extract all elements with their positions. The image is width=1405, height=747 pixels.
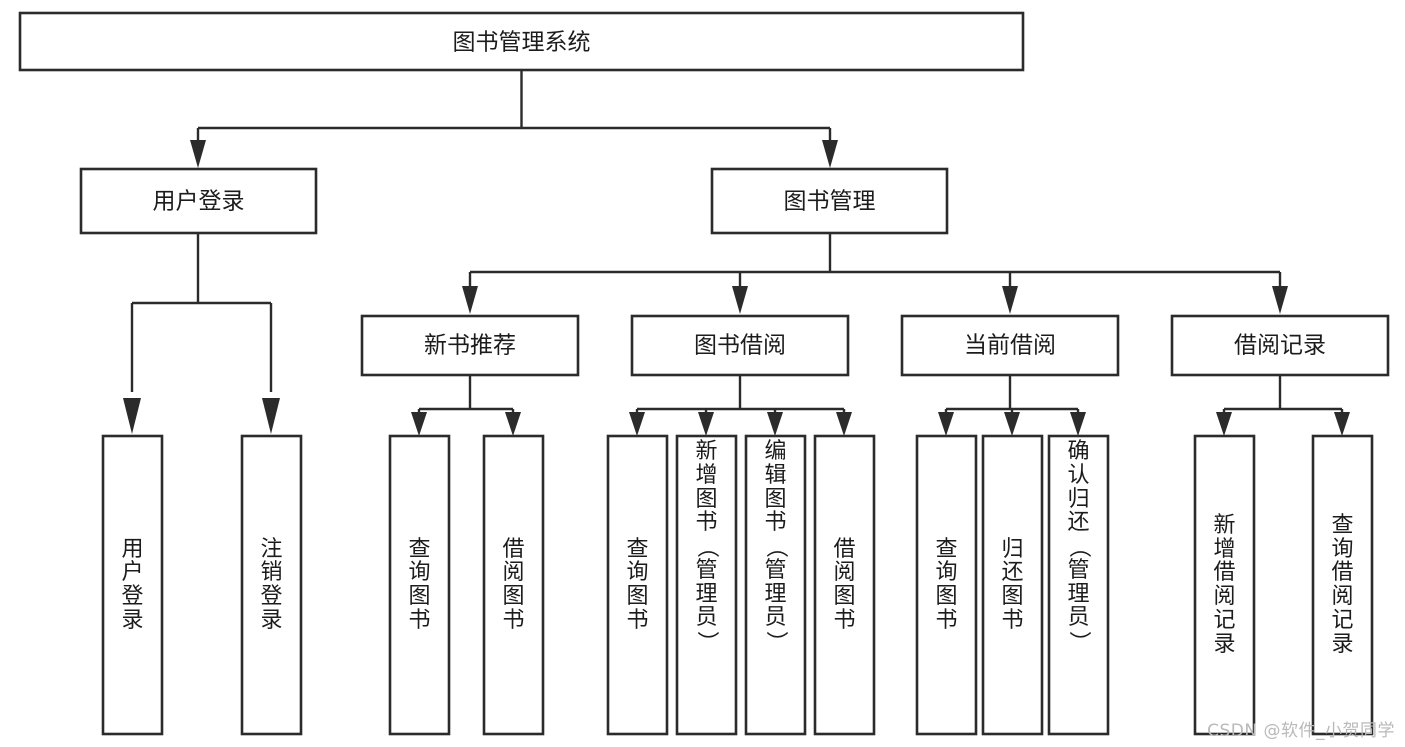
watermark-text: CSDN @软件_小贺同学 <box>1207 721 1395 741</box>
node-box-leaf-borrow-record-1[interactable] <box>1193 434 1256 736</box>
connector-group-borrowrecord <box>1216 375 1350 436</box>
arrowhead-newbook-l1 <box>411 412 427 436</box>
node-box-leaf-user-login-2[interactable] <box>240 434 303 736</box>
node-box-borrow-record[interactable] <box>1170 314 1390 377</box>
arrowhead-borrowrecord-l2 <box>1334 412 1350 436</box>
node-label-root: 图书管理系统 <box>453 30 591 56</box>
arrowhead-bookmgmt <box>822 140 838 168</box>
node-label-borrow-record: 借阅记录 <box>1234 333 1326 359</box>
node-box-leaf-book-borrow-4[interactable] <box>813 434 876 736</box>
node-box-leaf-user-login-1[interactable] <box>101 434 164 736</box>
arrowhead-currentborrow-l3 <box>1070 412 1086 436</box>
arrowhead-currentborrow <box>1002 286 1018 314</box>
arrowhead-bookborrow <box>732 286 748 314</box>
connector-group-userlogin <box>123 233 280 434</box>
node-label-current-borrow: 当前借阅 <box>964 333 1056 359</box>
arrowhead-currentborrow-l1 <box>938 412 954 436</box>
connector-group-currentborrow <box>938 375 1086 436</box>
node-box-book-borrow[interactable] <box>630 314 850 377</box>
node-box-user-login[interactable] <box>79 167 318 235</box>
arrowhead-bookborrow-l3 <box>767 412 783 436</box>
connector-group-newbook <box>411 375 521 436</box>
node-box-current-borrow[interactable] <box>900 314 1120 377</box>
node-box-leaf-borrow-record-2[interactable] <box>1311 434 1374 736</box>
node-box-leaf-book-borrow-3[interactable] <box>744 434 807 736</box>
arrowhead-userlogin-leaf2 <box>262 398 280 434</box>
arrowhead-bookborrow-l1 <box>629 412 645 436</box>
node-label-user-login: 用户登录 <box>153 189 245 215</box>
arrowhead-newbook-l2 <box>505 412 521 436</box>
node-box-book-management[interactable] <box>710 167 949 235</box>
node-box-new-book-recommend[interactable] <box>360 314 580 377</box>
node-box-leaf-current-borrow-1[interactable] <box>915 434 978 736</box>
node-label-book-borrow: 图书借阅 <box>694 333 786 359</box>
node-label-new-book-recommend: 新书推荐 <box>424 333 516 359</box>
arrowhead-borrowrecord <box>1272 286 1288 314</box>
arrowhead-bookborrow-l4 <box>836 412 852 436</box>
node-box-root[interactable] <box>18 11 1025 72</box>
node-label-book-management: 图书管理 <box>784 189 876 215</box>
node-box-leaf-current-borrow-3[interactable] <box>1047 434 1110 736</box>
node-box-leaf-current-borrow-2[interactable] <box>981 434 1044 736</box>
arrowhead-userlogin <box>190 140 206 168</box>
arrowhead-borrowrecord-l1 <box>1216 412 1232 436</box>
arrowhead-userlogin-leaf1 <box>123 398 141 434</box>
connector-group-root <box>190 69 838 168</box>
arrowhead-bookborrow-l2 <box>698 412 714 436</box>
node-box-leaf-new-book-1[interactable] <box>388 434 451 736</box>
node-box-leaf-book-borrow-2[interactable] <box>675 434 738 736</box>
arrowhead-currentborrow-l2 <box>1004 412 1020 436</box>
connector-group-bookborrow <box>629 375 852 436</box>
node-box-leaf-book-borrow-1[interactable] <box>606 434 669 736</box>
connector-group-bookmgmt <box>462 233 1288 314</box>
arrowhead-newbook <box>462 286 478 314</box>
node-box-leaf-new-book-2[interactable] <box>482 434 545 736</box>
